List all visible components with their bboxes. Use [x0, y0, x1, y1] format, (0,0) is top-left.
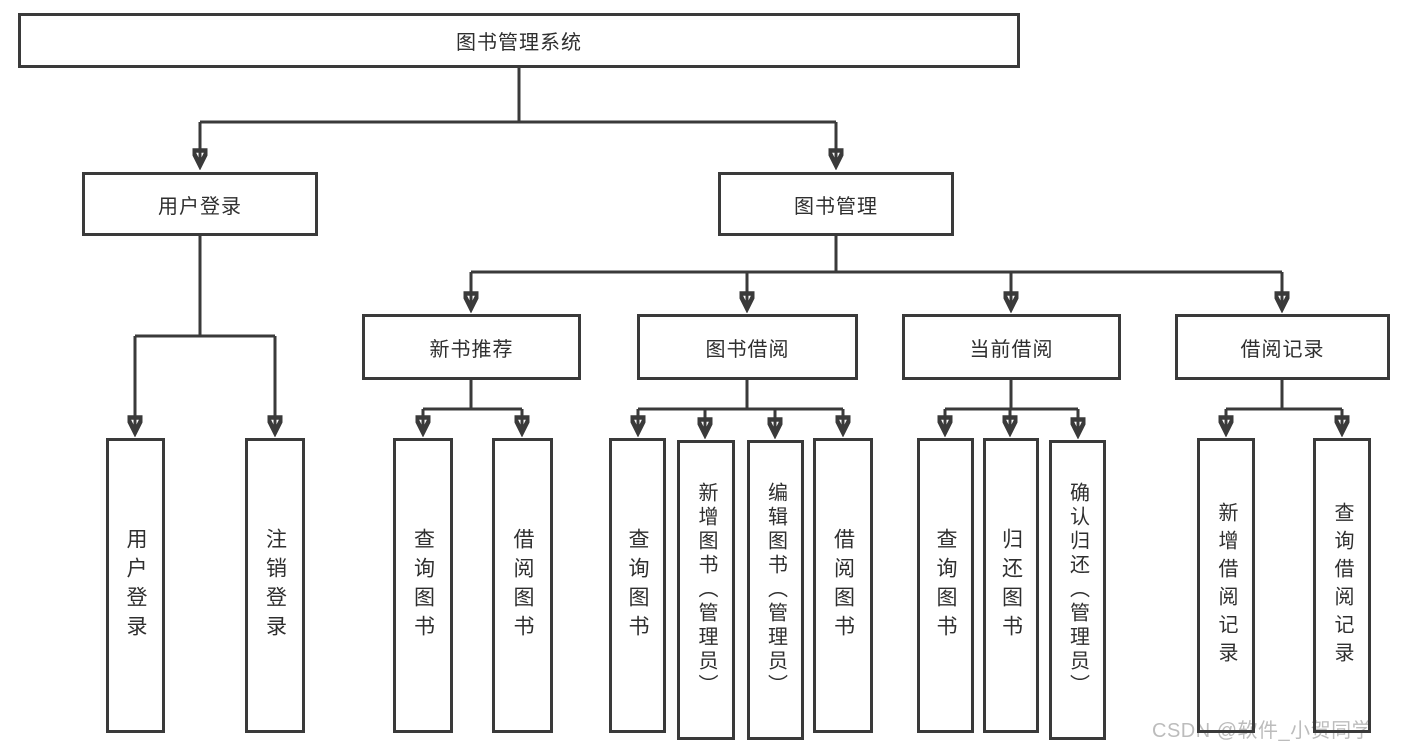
leaf-confirm-return-admin: 确认归还（管理员） — [1049, 440, 1106, 740]
connector-borrow-records-children — [1226, 380, 1342, 431]
node-new-book-recommend: 新书推荐 — [362, 314, 581, 380]
leaf-query-borrow-record: 查询借阅记录 — [1313, 438, 1371, 733]
node-book-management: 图书管理 — [718, 172, 954, 236]
connector-book-borrow-children — [638, 380, 843, 433]
connector-root-to-level2 — [200, 68, 836, 164]
leaf-query-books-borrow: 查询图书 — [609, 438, 666, 733]
leaf-query-books-current: 查询图书 — [917, 438, 974, 733]
leaf-borrow-books-borrow: 借阅图书 — [813, 438, 873, 733]
watermark: CSDN @软件_小贺同学 — [1152, 720, 1373, 742]
leaf-return-book: 归还图书 — [983, 438, 1039, 733]
leaf-borrow-books-recommend: 借阅图书 — [492, 438, 553, 733]
connector-user-login-children — [135, 236, 275, 431]
node-book-borrow: 图书借阅 — [637, 314, 858, 380]
node-root: 图书管理系统 — [18, 13, 1020, 68]
leaf-user-login: 用户登录 — [106, 438, 165, 733]
node-current-borrow: 当前借阅 — [902, 314, 1121, 380]
node-user-login: 用户登录 — [82, 172, 318, 236]
leaf-add-book-admin: 新增图书（管理员） — [677, 440, 735, 740]
leaf-query-books-recommend: 查询图书 — [393, 438, 453, 733]
connector-new-book-children — [423, 380, 522, 431]
leaf-add-borrow-record: 新增借阅记录 — [1197, 438, 1255, 733]
leaf-logout: 注销登录 — [245, 438, 305, 733]
node-borrow-records: 借阅记录 — [1175, 314, 1390, 380]
connector-book-management-children — [471, 236, 1282, 307]
connector-current-borrow-children — [945, 380, 1078, 433]
leaf-edit-book-admin: 编辑图书（管理员） — [747, 440, 804, 740]
